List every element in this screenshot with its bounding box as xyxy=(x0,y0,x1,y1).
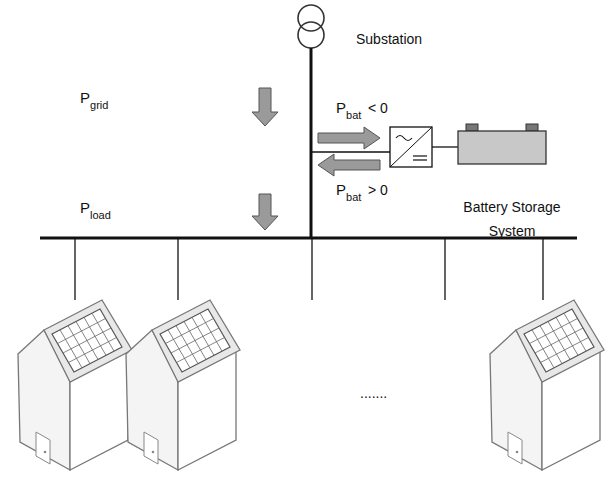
power-subscript: bat xyxy=(346,192,361,203)
transformer-winding xyxy=(298,5,324,31)
ac-symbol xyxy=(396,136,412,141)
house-icon xyxy=(18,300,132,470)
house-feeder xyxy=(177,238,178,300)
node-label: Battery Storage System xyxy=(452,196,572,244)
battery-terminal xyxy=(466,124,478,131)
house-feeder xyxy=(444,238,445,300)
flow-arrow xyxy=(318,127,380,149)
battery-feeder xyxy=(311,151,390,152)
house-feeder xyxy=(311,238,312,300)
transformer-winding xyxy=(298,22,324,48)
power-condition: < 0 xyxy=(368,101,388,115)
substation-node: Substation xyxy=(294,2,434,58)
inverter-diagonal xyxy=(390,127,432,167)
ellipsis-dots: ....... xyxy=(360,386,387,400)
house-feeder xyxy=(542,238,543,300)
battery-wire xyxy=(432,146,458,147)
dc-symbol xyxy=(413,159,427,160)
dc-symbol xyxy=(413,155,427,156)
inverter-box xyxy=(390,127,432,167)
house-feeder xyxy=(74,238,75,300)
flow-arrow xyxy=(252,194,278,230)
power-subscript: load xyxy=(90,210,111,221)
battery-terminal xyxy=(526,124,538,131)
flow-arrow xyxy=(252,88,278,126)
power-symbol: P xyxy=(80,90,90,105)
power-condition: > 0 xyxy=(368,183,388,197)
battery-body xyxy=(458,131,546,164)
power-symbol: P xyxy=(336,100,346,115)
feeder-line xyxy=(310,48,313,239)
power-subscript: bat xyxy=(346,110,361,121)
power-symbol: P xyxy=(80,200,90,215)
flow-arrow xyxy=(318,154,380,176)
battery-node: Battery Storage System xyxy=(452,122,572,250)
node-label: Substation xyxy=(356,32,422,47)
power-symbol: P xyxy=(336,182,346,197)
house-icon xyxy=(490,300,604,470)
house-icon xyxy=(126,300,240,470)
power-subscript: grid xyxy=(90,100,108,111)
